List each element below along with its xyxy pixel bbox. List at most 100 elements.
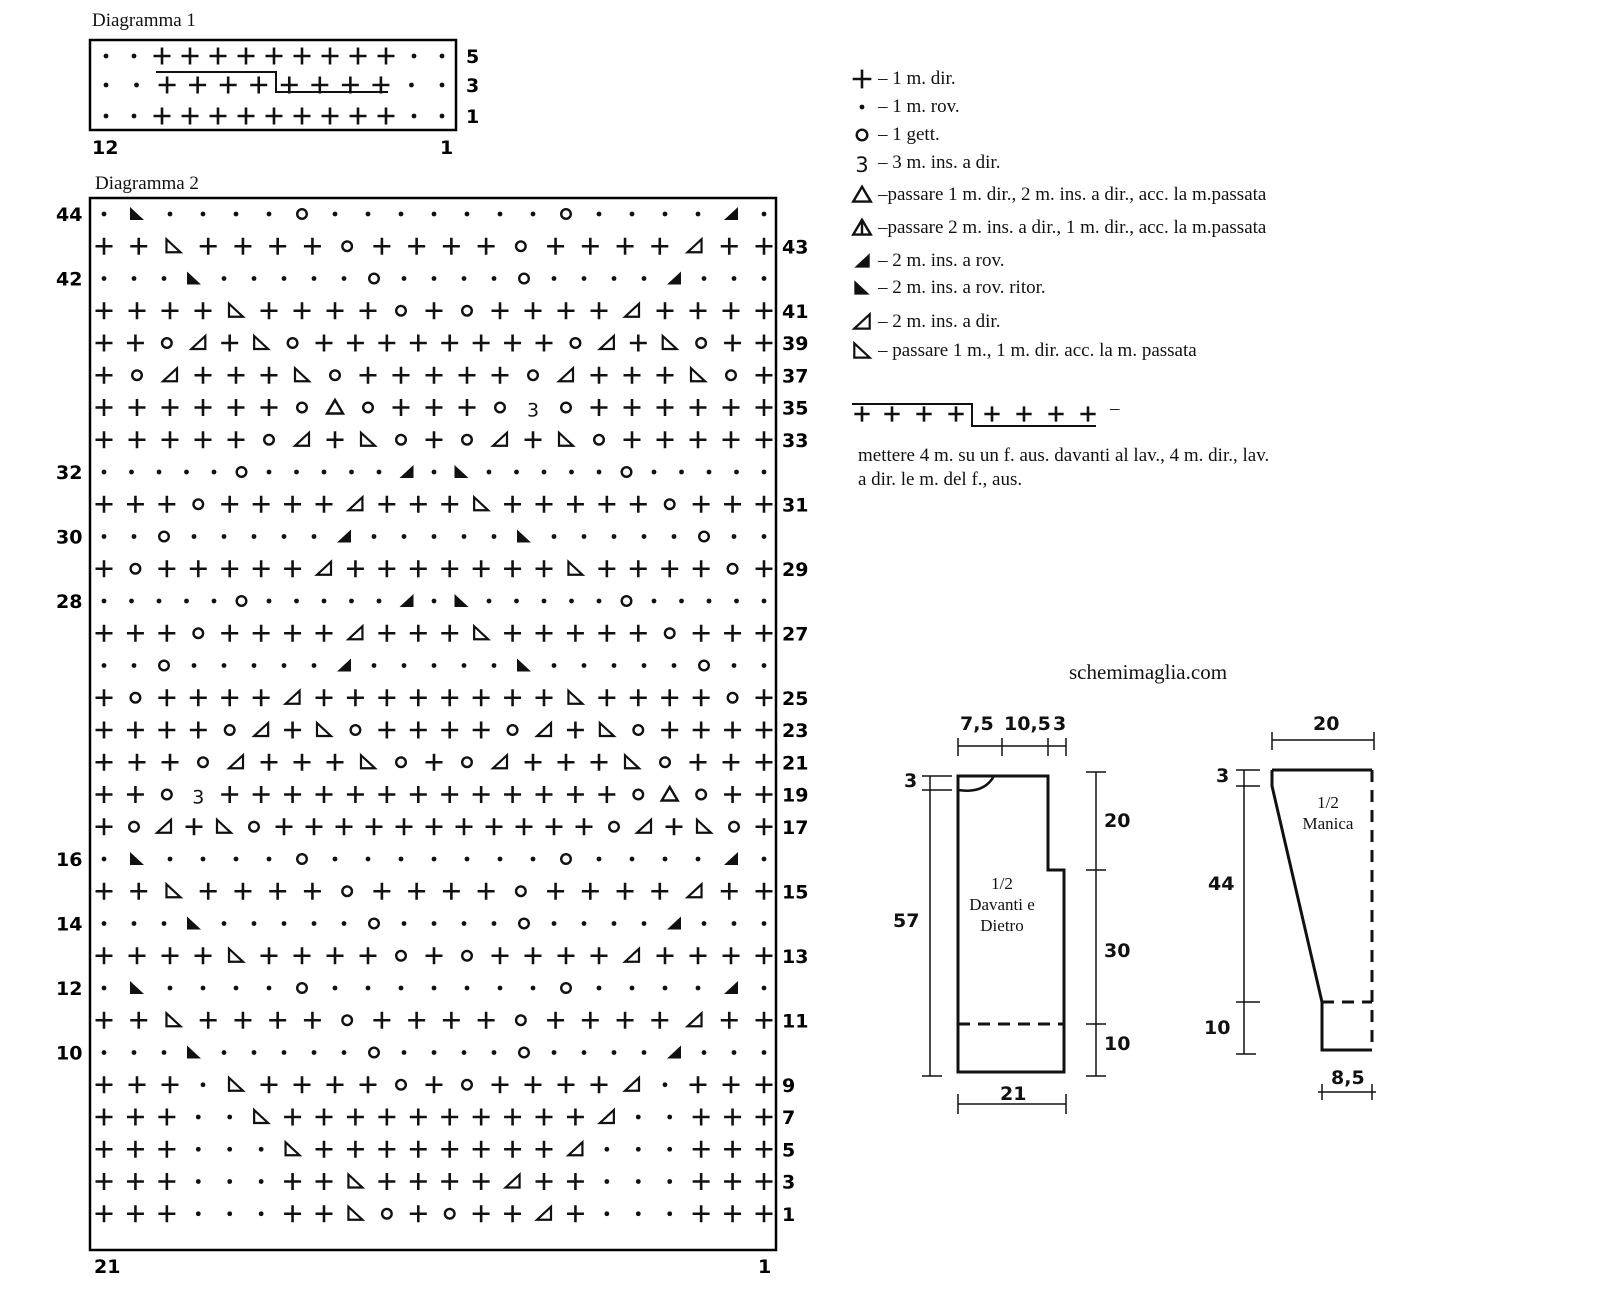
purl-dot-icon [251,534,257,539]
knit-plus-icon [346,1108,364,1126]
purl-dot-icon [167,211,173,217]
wedge-left-solid-icon [399,594,414,607]
knit-plus-icon [185,818,203,836]
knit-plus-icon [158,1140,176,1158]
diagram2-row [101,207,767,221]
purl-dot-icon [439,53,445,59]
knit-plus-icon [378,1173,396,1190]
knit-plus-icon [377,107,395,125]
purl-dot-icon [761,663,767,668]
knit-plus-icon [755,366,773,384]
diagram2-right-row-label: 1 [782,1204,795,1226]
diagram1-cable-bracket [156,71,388,93]
purl-dot-icon [706,469,712,475]
yarn-over-circle-icon [286,336,299,349]
purl-dot-icon [431,663,437,668]
wedge-left-solid-icon [854,253,870,268]
sleeve-top: 20 [1313,713,1340,735]
knit-plus-icon [315,689,333,707]
knit-plus-icon [442,882,460,900]
purl-dot-icon [251,276,257,281]
purl-dot-icon [431,985,437,991]
knit-plus-icon [524,947,542,965]
purl-dot-icon [551,921,557,926]
knit-plus-icon [95,1173,113,1190]
knit-plus-icon [692,1205,710,1223]
knit-plus-icon [95,1076,113,1094]
purl-dot-icon [311,276,317,281]
diagram2-right-row-label: 17 [782,817,808,839]
diagram2-row [95,1107,773,1126]
diagram2-border [88,196,778,1252]
knit-plus-icon [535,334,553,352]
knit-plus-icon [566,1205,584,1223]
yarn-over-circle-icon [443,1207,456,1220]
wedge-right-solid-icon [517,529,531,543]
knit-plus-icon [629,334,647,352]
triangle-open-icon [659,784,680,802]
purl-dot-icon [161,921,167,926]
wedge-right-solid-icon [187,916,201,930]
site-credit: schemimaglia.com [1069,660,1228,684]
wedge-right-open-icon [227,946,246,963]
wedge-left-solid-icon [724,852,738,865]
purl-dot-icon [551,534,557,539]
knit-plus-icon [504,624,522,642]
yarn-over-circle-icon [518,272,531,285]
diagram2-right-row-label: 21 [782,752,808,774]
knit-plus-icon [472,1205,490,1223]
purl-dot-icon [667,1211,673,1217]
purl-dot-icon [321,598,327,604]
purl-dot-icon [195,1146,201,1152]
purl-dot-icon [349,469,354,475]
purl-dot-icon [695,211,701,217]
knit-plus-icon [547,237,565,255]
three-together-icon: 3 [192,787,204,809]
knit-plus-icon [504,1205,522,1223]
purl-dot-icon [761,211,767,217]
purl-dot-icon [581,663,587,668]
knit-plus-icon [260,753,278,771]
purl-dot-icon [311,1050,317,1055]
knit-plus-icon [755,302,773,320]
purl-dot-icon [131,921,137,926]
knit-plus-icon [221,624,239,642]
knit-plus-icon [126,1140,144,1158]
knit-plus-icon [311,76,329,94]
yarn-over-circle-icon [461,433,474,446]
diagram2-right-row-label: 37 [782,365,808,387]
diagram2-row [95,688,773,707]
knit-plus-icon [598,624,616,642]
diagram2-col-label: 1 [758,1256,771,1278]
purl-dot-icon [221,1050,227,1055]
knit-plus-icon [95,753,113,771]
knit-plus-icon [689,302,707,320]
purl-dot-icon [761,469,767,475]
purl-dot-icon [569,598,574,604]
yarn-over-circle-icon [192,498,205,511]
yarn-over-circle-icon [160,788,173,801]
yarn-over-circle-icon [514,1014,527,1027]
diagram2-row [95,333,773,352]
triangle-bar-icon [851,217,873,236]
yarn-over-circle-icon [192,627,205,640]
sleeve-piece-line1: 1/2 [1317,793,1339,812]
purl-dot-icon [294,469,299,475]
purl-dot-icon [497,856,503,862]
wedge-right-open-icon [215,817,234,834]
legend-item: –passare 2 m. ins. a dir., 1 m. dir., ac… [848,215,1266,241]
knit-plus-icon [293,1076,311,1094]
knit-plus-icon [722,753,740,771]
knit-plus-icon [455,818,473,836]
knit-plus-icon [321,47,339,65]
knit-plus-icon [504,786,522,803]
body-right-30: 30 [1104,940,1131,962]
diagram2-right-row-label: 39 [782,333,808,355]
knit-plus-icon [515,818,533,836]
three-icon: 3 [855,153,868,177]
purl-dot-icon [101,534,107,539]
purl-dot-icon [101,598,107,604]
diagram2-row [101,465,767,479]
knit-plus-icon [252,624,270,642]
purl-dot-icon [734,469,739,475]
